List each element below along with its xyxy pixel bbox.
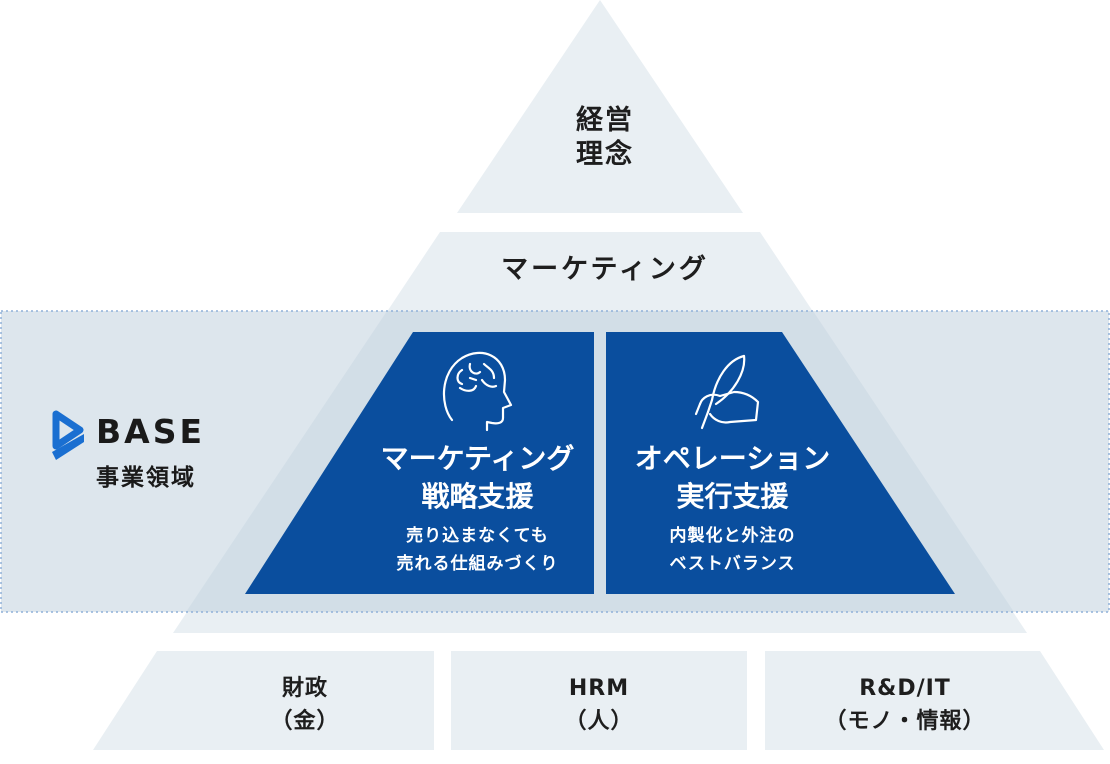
right-panel-title: オペレーション 実行支援: [600, 440, 865, 516]
right-panel-subtitle-line-2: ベストバランス: [669, 554, 796, 574]
base-logo-text: BASE: [96, 412, 206, 451]
left-panel-subtitle-line-2: 売れる仕組みづくり: [396, 554, 559, 574]
base-section: BASE 事業領域: [52, 412, 252, 492]
bottom-block-rdit: [765, 651, 1104, 750]
base-domain-label: 事業領域: [96, 465, 196, 491]
bottom-label-finance: 財政 （金）: [180, 672, 430, 738]
bottom-hrm-line-1: HRM: [568, 676, 630, 701]
bottom-label-rdit: R&D/IT （モノ・情報）: [775, 672, 1035, 738]
base-logo-icon: [52, 410, 84, 460]
bottom-block-hrm: [451, 651, 747, 750]
base-logo: BASE: [52, 412, 252, 452]
right-panel-subtitle-line-1: 内製化と外注の: [669, 526, 796, 546]
bottom-finance-line-2: （金）: [270, 709, 340, 734]
right-panel-title-line-1: オペレーション: [634, 442, 831, 475]
left-panel-subtitle: 売り込まなくても 売れる仕組みづくり: [345, 522, 610, 578]
right-panel-subtitle: 内製化と外注の ベストバランス: [600, 522, 865, 578]
brain-head-icon: [442, 351, 513, 432]
left-panel-title: マーケティング 戦略支援: [345, 440, 610, 516]
quill-pen-hand-icon: [694, 354, 760, 430]
left-panel-title-line-1: マーケティング: [380, 442, 575, 475]
bottom-rdit-line-2: （モノ・情報）: [824, 709, 986, 734]
top-tier-line-2: 理念: [576, 139, 634, 170]
right-blue-panel: [606, 332, 955, 594]
left-panel-title-line-2: 戦略支援: [421, 480, 534, 513]
marketing-tier-label: マーケティング: [501, 254, 709, 285]
bottom-rdit-line-1: R&D/IT: [859, 676, 951, 701]
left-panel-subtitle-line-1: 売り込まなくても: [406, 526, 549, 546]
bottom-finance-line-1: 財政: [281, 676, 328, 701]
top-tier-line-1: 経営: [576, 105, 634, 136]
bottom-hrm-line-2: （人）: [564, 709, 634, 734]
pyramid-top-tier: [457, 0, 743, 213]
bottom-block-finance: [93, 651, 434, 750]
right-panel-title-line-2: 実行支援: [676, 480, 789, 513]
bottom-label-hrm: HRM （人）: [451, 672, 747, 738]
top-tier-label: 経営 理念: [505, 104, 705, 172]
